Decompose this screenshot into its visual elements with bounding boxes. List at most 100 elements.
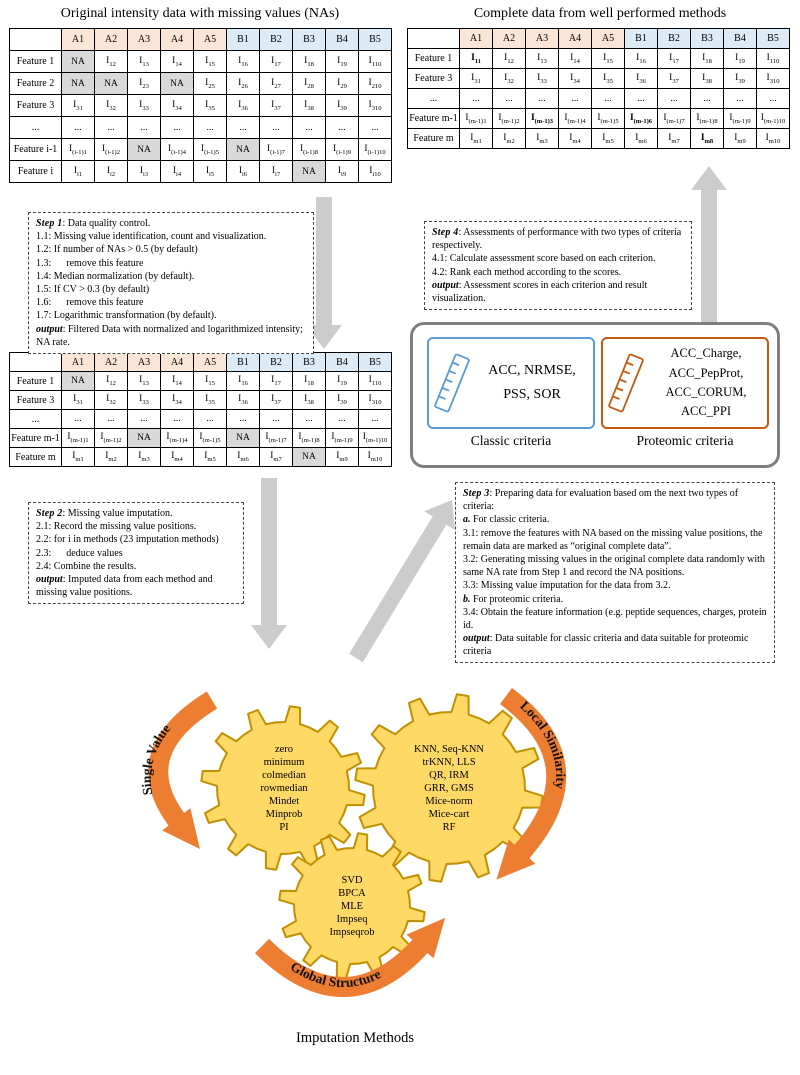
text-line: PI <box>279 822 289 834</box>
table-cell: NA <box>94 72 128 95</box>
step-line: 1.4: Median normalization (by default). <box>36 270 195 282</box>
step-line: output: Data suitable for classic criter… <box>463 633 751 658</box>
column-header: B2 <box>259 28 293 51</box>
table-cell: Im6 <box>226 447 260 467</box>
text-line: ACC_CORUM, <box>665 385 747 399</box>
table-cell: Ii2 <box>94 160 128 183</box>
column-header: B1 <box>226 352 260 372</box>
table-cell: Im3 <box>127 447 161 467</box>
table-cell: Im7 <box>259 447 293 467</box>
column-header: B1 <box>624 28 658 49</box>
column-header <box>9 28 62 51</box>
step-line: 3.2: Generating missing values in the or… <box>463 553 768 579</box>
step-line: b. For proteomic criteria. <box>463 593 564 605</box>
ruler-icon <box>608 353 644 413</box>
text-line: zero <box>274 744 294 755</box>
table-row: ................................. <box>9 116 392 139</box>
table-row: ................................. <box>407 88 790 109</box>
table-cell: I210 <box>358 72 392 95</box>
figure-caption: Imputation Methods <box>295 1030 414 1046</box>
step-line: 3.4: Obtain the feature information (e.g… <box>463 606 770 631</box>
gear-single-value <box>200 705 366 871</box>
text-line: ACC_Charge, <box>670 346 742 361</box>
step-line: 2.4: Combine the results. <box>36 560 137 572</box>
step2-box: Step 2: Missing value imputation.2.1: Re… <box>28 502 244 605</box>
step-line: 1.1: Missing value identification, count… <box>36 231 267 243</box>
table-cell: Im8 <box>690 128 724 149</box>
step-title: Step 4: Assessments of performance with … <box>432 227 682 252</box>
table-cell: Im6 <box>624 128 658 149</box>
proteomic-criteria-scroll: ACC_Charge,ACC_PepProt,ACC_CORUM,ACC_PPI <box>601 337 769 429</box>
classic-criteria-label: Classic criteria <box>470 433 552 448</box>
text-line: BPCA <box>338 888 366 900</box>
classic-criteria-text: ACC, NRMSE,PSS, SOR <box>473 359 591 407</box>
column-header: B4 <box>325 28 359 51</box>
table-cell: Ii3 <box>127 160 161 183</box>
table-cell: Im2 <box>492 128 526 149</box>
text-line: rowmedian <box>260 783 308 795</box>
table-cell: Im4 <box>558 128 592 149</box>
flow-arrow <box>349 500 455 663</box>
classic-criteria-scroll: ACC, NRMSE,PSS, SOR <box>427 337 595 429</box>
table-cell: Ii1 <box>61 160 95 183</box>
step3-box: Step 3: Preparing data for evaluation ba… <box>455 482 775 664</box>
flow-arrow <box>306 197 342 349</box>
proteomic-criteria-text: ACC_Charge,ACC_PepProt,ACC_CORUM,ACC_PPI <box>647 344 765 422</box>
step-line: output: Filtered Data with normalized an… <box>36 323 306 348</box>
step-line: output: Imputed data from each method an… <box>36 573 216 599</box>
table-cell: I16 <box>226 371 260 391</box>
text-line: QR, IRM <box>429 770 469 782</box>
global-structure-arrow <box>254 917 446 997</box>
table-cell: NA <box>127 138 161 161</box>
table-cell: I38 <box>690 68 724 89</box>
table-cell: I35 <box>193 390 227 410</box>
table-cell: Im10 <box>756 128 790 149</box>
ruler-icon <box>434 353 470 413</box>
step-line: 4.1: Calculate assessment score based on… <box>432 253 656 265</box>
text-line: Impseqrob <box>329 927 375 939</box>
gear-global-structure <box>278 832 426 980</box>
gear-local-similarity <box>354 693 544 883</box>
step-line: 1.2: If number of NAs > 0.5 (by default) <box>36 244 198 256</box>
column-header: A2 <box>492 28 526 49</box>
step-title: Step 1: Data quality control. <box>36 218 151 229</box>
text-line: GRR, GMS <box>424 783 474 795</box>
table-cell: I(m-1)10 <box>756 108 790 129</box>
table-cell: I(i-1)10 <box>358 138 392 161</box>
step1-box: Step 1: Data quality control. 1.1: Missin… <box>28 212 314 354</box>
table-cell: Ii10 <box>358 160 392 183</box>
step-line: 2.1: Record the missing value positions. <box>36 521 197 533</box>
complete-data-title: Complete data from well performed method… <box>473 6 727 21</box>
text-line: Mice-cart <box>428 809 470 821</box>
table-cell: NA <box>61 72 95 95</box>
column-header <box>407 28 460 49</box>
column-header: A1 <box>61 352 95 372</box>
text-line: ACC, NRMSE, <box>488 363 576 379</box>
step-line: 2.3: deduce values <box>36 547 123 559</box>
step-line: 2.2: for i in methods (23 imputation met… <box>36 534 219 546</box>
table-cell: NA <box>61 371 95 391</box>
text-line: ACC_PPI <box>680 404 732 419</box>
proteomic-criteria-label: Proteomic criteria <box>636 433 734 448</box>
single-value-arrow <box>148 691 218 849</box>
column-header: B1 <box>226 28 260 51</box>
column-header: A3 <box>525 28 559 49</box>
